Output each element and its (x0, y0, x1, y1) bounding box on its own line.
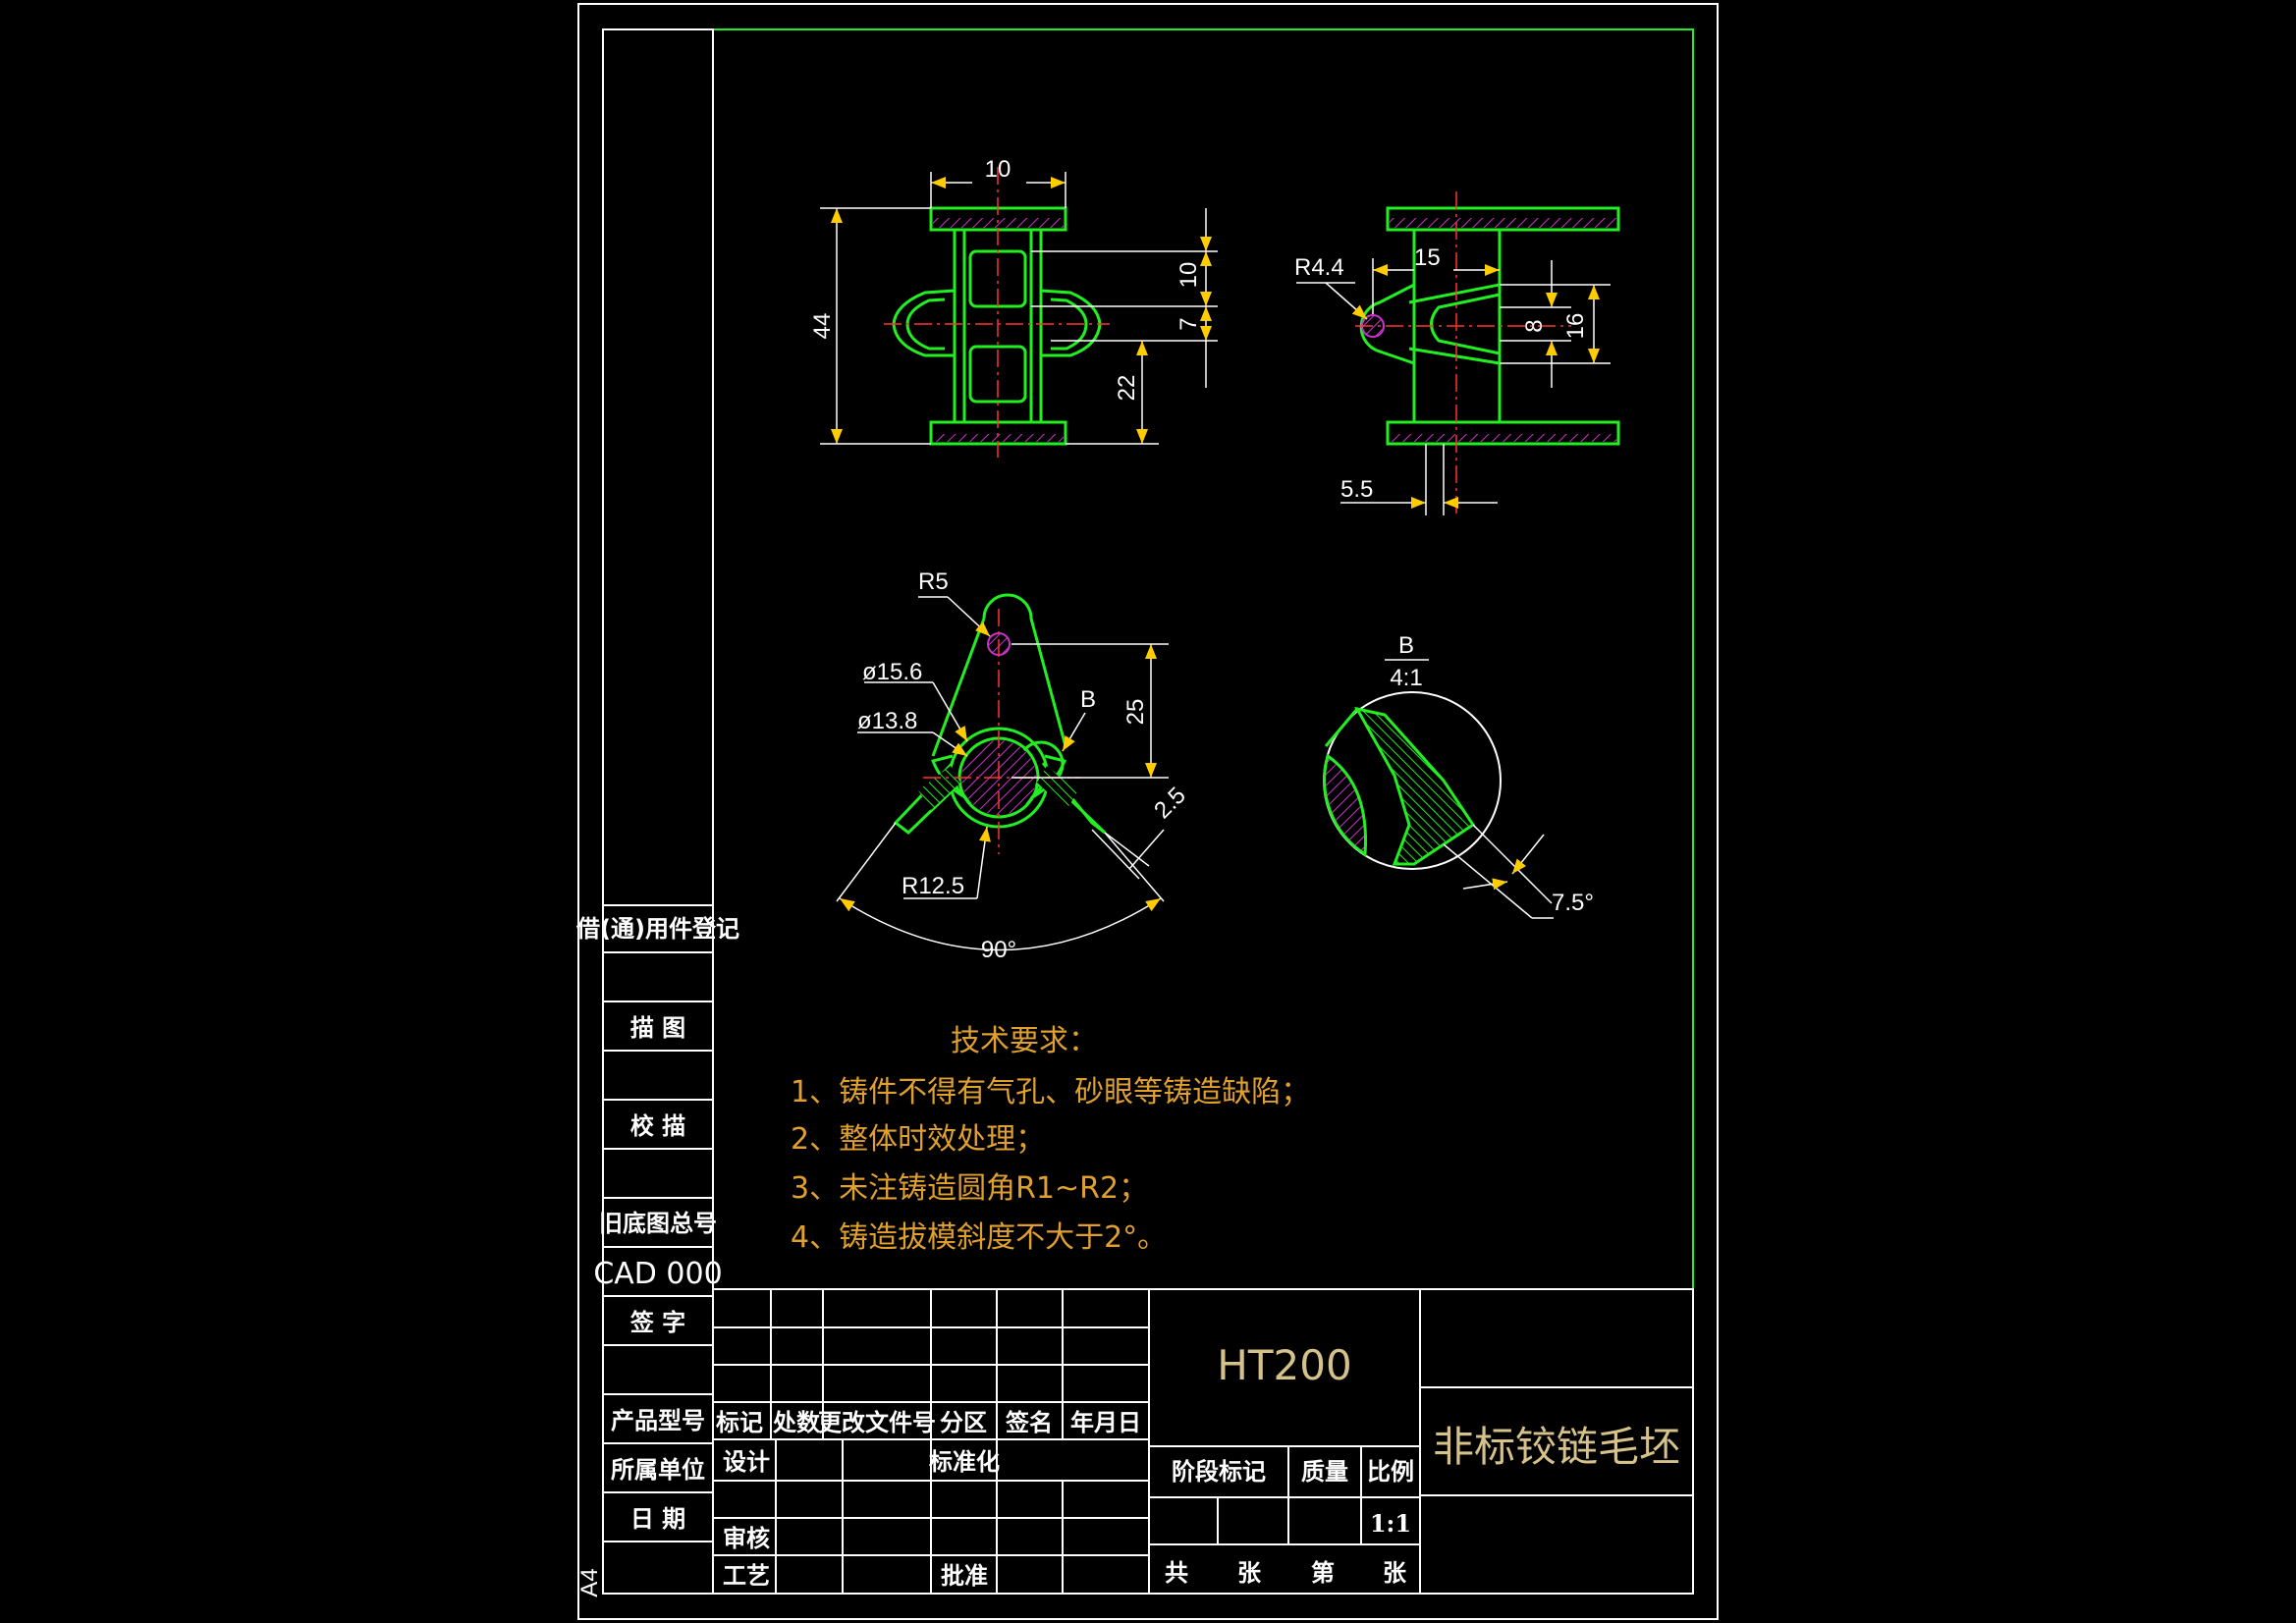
side-old-base-no: 旧底图总号 (599, 1210, 717, 1237)
side-signature: 签 字 (629, 1309, 685, 1336)
dim-front-width: 10 (985, 156, 1011, 183)
part-name: 非标铰链毛坯 (1433, 1423, 1680, 1471)
tech-req-item-4: 4、铸造拔模斜度不大于2°。 (791, 1220, 1167, 1255)
label-standardization: 标准化 (929, 1448, 1000, 1476)
header-zone: 分区 (940, 1409, 987, 1436)
side-product-model: 产品型号 (611, 1407, 705, 1434)
dim-front-gap: 7 (1175, 317, 1202, 330)
inner-frame (712, 28, 1694, 1595)
dim-top-outer-dia: ø15.6 (862, 659, 922, 685)
side-view: R4.4 15 8 16 5.5 (1294, 191, 1620, 518)
detail-scale: 4:1 (1390, 665, 1422, 691)
detail-view: B 4:1 7.5° (1323, 632, 1594, 919)
dim-side-offset: 5.5 (1340, 476, 1373, 503)
tech-req-item-3: 3、未注铸造圆角R1~R2； (791, 1171, 1148, 1206)
sheets-current-suffix: 张 (1383, 1559, 1407, 1587)
side-unit: 所属单位 (611, 1456, 705, 1484)
dim-top-offset: 25 (1122, 699, 1149, 726)
dim-top-thickness: 2.5 (1149, 783, 1191, 825)
dim-front-height: 44 (809, 313, 836, 340)
tech-req-item-1: 1、铸件不得有气孔、砂眼等铸造缺陷； (791, 1075, 1310, 1109)
side-trace: 描 图 (630, 1014, 685, 1042)
label-approve: 批准 (941, 1562, 988, 1590)
label-weight: 质量 (1301, 1458, 1348, 1486)
outer-frame (577, 3, 1719, 1620)
tech-requirements: 技术要求： 1、铸件不得有气孔、砂眼等铸造缺陷； 2、整体时效处理； 3、未注铸… (791, 1024, 1310, 1255)
header-count: 处数 (772, 1409, 821, 1436)
side-borrow-register: 借(通)用件登记 (575, 915, 739, 943)
tech-req-item-2: 2、整体时效处理； (791, 1122, 1045, 1157)
side-block (603, 904, 713, 1542)
front-view: 10 44 10 7 22 (809, 156, 1218, 458)
label-stage-mark: 阶段标记 (1172, 1458, 1266, 1486)
side-proof-trace: 校 描 (630, 1112, 685, 1140)
top-view: R5 ø15.6 ø13.8 B 25 2.5 R12.5 90° (836, 568, 1191, 963)
detail-label: B (1398, 632, 1414, 659)
header-change-doc: 更改文件号 (818, 1409, 936, 1436)
dim-front-window: 10 (1175, 262, 1202, 289)
dim-top-radius: R5 (918, 568, 949, 595)
detail-angle: 7.5° (1552, 890, 1594, 916)
label-process: 工艺 (723, 1562, 770, 1590)
title-block (712, 1288, 1694, 1595)
dim-side-slot: 8 (1521, 319, 1548, 332)
binding-strip (602, 28, 714, 1595)
sheets-total-prefix: 共 (1165, 1559, 1188, 1587)
label-scale: 比例 (1367, 1458, 1414, 1486)
paper-size-label: A4 (576, 1568, 603, 1596)
label-review: 审核 (723, 1525, 770, 1552)
sheets-total-suffix: 张 (1237, 1559, 1262, 1587)
material: HT200 (1217, 1341, 1351, 1389)
dim-side-height: 16 (1562, 313, 1589, 340)
dim-side-radius: R4.4 (1294, 254, 1344, 281)
header-mark: 标记 (716, 1409, 763, 1436)
dim-top-arc-radius: R12.5 (902, 873, 964, 899)
scale-value: 1:1 (1370, 1509, 1411, 1538)
side-date: 日 期 (630, 1505, 685, 1533)
dim-side-length: 15 (1414, 244, 1441, 271)
sheets-current-prefix: 第 (1311, 1559, 1335, 1587)
dim-top-angle: 90° (981, 937, 1016, 963)
side-cad-no: CAD 000 (593, 1257, 722, 1291)
header-date: 年月日 (1070, 1409, 1141, 1436)
dim-top-inner-dia: ø13.8 (857, 708, 917, 734)
dim-front-lower: 22 (1114, 375, 1140, 402)
detail-callout-label: B (1080, 686, 1096, 713)
header-signature: 签名 (1005, 1409, 1053, 1436)
tech-req-title: 技术要求： (951, 1024, 1098, 1058)
label-design: 设计 (723, 1448, 770, 1476)
